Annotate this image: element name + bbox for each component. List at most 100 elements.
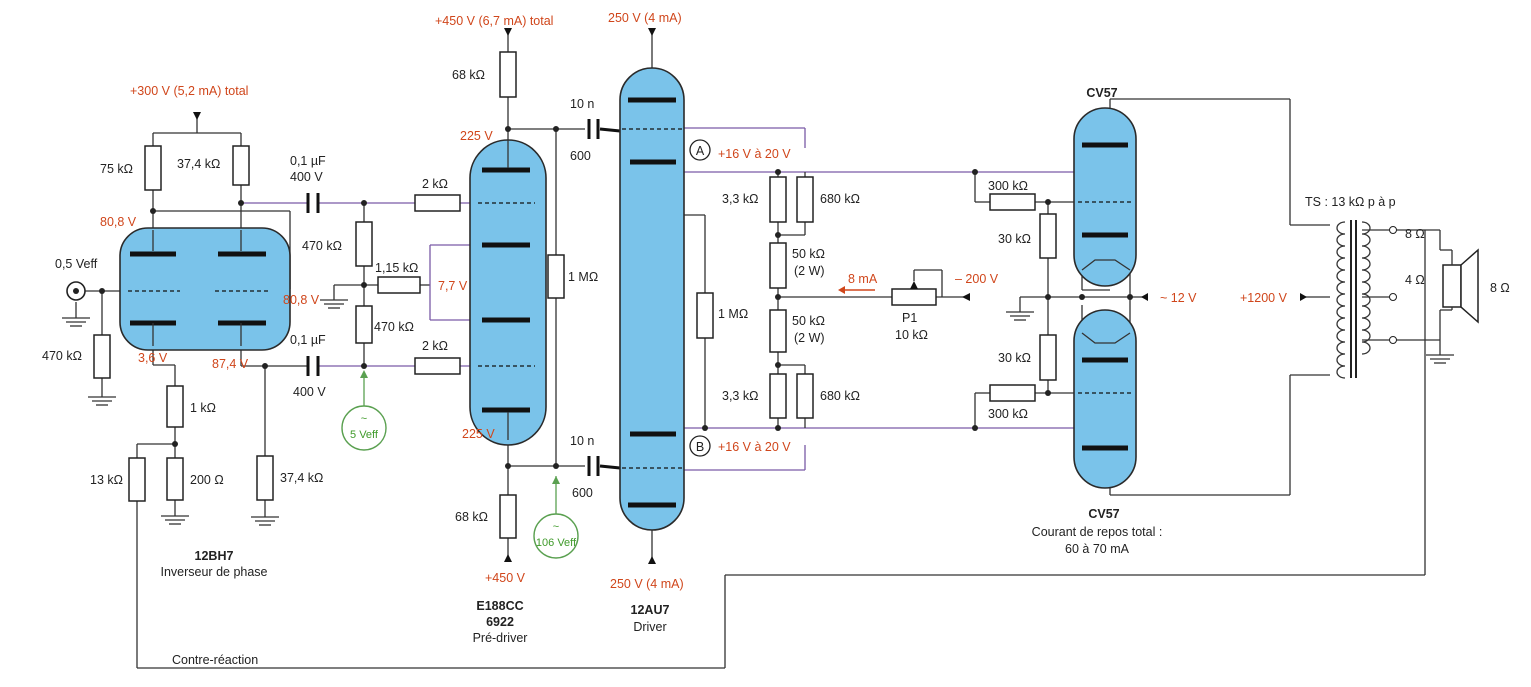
arrow-up-icon: [648, 556, 656, 564]
resistor-1k: [166, 385, 184, 428]
capacitor-0-1uF-top: [306, 193, 320, 213]
speaker-icon: [1440, 248, 1479, 324]
svg-text:600: 600: [570, 149, 591, 163]
svg-text:2 kΩ: 2 kΩ: [422, 339, 448, 353]
resistor-2k-bottom: [414, 357, 461, 375]
svg-text:80,8 V: 80,8 V: [100, 215, 137, 229]
svg-text:225 V: 225 V: [462, 427, 495, 441]
svg-text:7,7 V: 7,7 V: [438, 279, 468, 293]
arrow-down-icon: [648, 28, 656, 36]
svg-text:400 V: 400 V: [290, 170, 323, 184]
svg-text:80,8 V: 80,8 V: [283, 293, 320, 307]
svg-text:2 kΩ: 2 kΩ: [422, 177, 448, 191]
svg-text:1,15 kΩ: 1,15 kΩ: [375, 261, 418, 275]
svg-text:+16 V à 20 V: +16 V à 20 V: [718, 147, 791, 161]
svg-text:400 V: 400 V: [293, 385, 326, 399]
svg-text:Driver: Driver: [633, 620, 666, 634]
svg-text:60 à 70 mA: 60 à 70 mA: [1065, 542, 1130, 556]
svg-text:600: 600: [572, 486, 593, 500]
capacitors: [306, 119, 600, 476]
resistor-13k: [128, 457, 146, 502]
resistor-68k-bottom: [499, 494, 517, 539]
ground-icon: [1426, 354, 1454, 364]
tube-cv57-top-name: CV57: [1086, 86, 1117, 100]
svg-text:1 MΩ: 1 MΩ: [568, 270, 598, 284]
capacitor-0-1uF-bottom: [306, 356, 320, 376]
junction-dots: [99, 126, 1133, 469]
svg-text:TS : 13 kΩ p à p: TS : 13 kΩ p à p: [1305, 195, 1396, 209]
signal-source-106veff: ~ 106 Veff: [533, 476, 579, 559]
resistor-37k4-bottom: [256, 455, 274, 501]
resistor-200: [166, 457, 184, 501]
resistor-470k-b: [355, 305, 373, 344]
svg-text:680 kΩ: 680 kΩ: [820, 389, 860, 403]
svg-text:0,1 µF: 0,1 µF: [290, 154, 326, 168]
svg-text:1 MΩ: 1 MΩ: [718, 307, 748, 321]
arrow-up-icon: [504, 554, 512, 562]
svg-text:6922: 6922: [486, 615, 514, 629]
svg-text:3,3 kΩ: 3,3 kΩ: [722, 192, 758, 206]
svg-text:4 Ω: 4 Ω: [1405, 273, 1425, 287]
svg-text:Pré-driver: Pré-driver: [473, 631, 528, 645]
svg-text:37,4 kΩ: 37,4 kΩ: [280, 471, 323, 485]
ground-icon: [88, 396, 116, 406]
ground-icon: [62, 317, 90, 327]
resistor-37k4-top: [232, 145, 250, 186]
node-b-label: B: [696, 440, 704, 454]
supply-450v-top-label: +450 V (6,7 mA) total: [435, 14, 553, 28]
svg-text:8 Ω: 8 Ω: [1490, 281, 1510, 295]
svg-text:10 n: 10 n: [570, 434, 594, 448]
svg-text:10 n: 10 n: [570, 97, 594, 111]
tube-12au7: [619, 67, 685, 531]
svg-text:30 kΩ: 30 kΩ: [998, 232, 1031, 246]
svg-text:200 Ω: 200 Ω: [190, 473, 224, 487]
resistor-50k-bottom: [769, 309, 787, 353]
supply-450v-bottom-label: +450 V: [485, 571, 526, 585]
resistor-680k-bottom: [796, 373, 814, 419]
signal-106veff-label: 106 Veff: [536, 537, 577, 549]
ground-icon: [320, 299, 348, 309]
svg-text:87,4 V: 87,4 V: [212, 357, 249, 371]
signal-5veff-label: 5 Veff: [350, 429, 379, 441]
wiper-arrow-icon: [910, 281, 918, 289]
svg-text:+16 V à 20 V: +16 V à 20 V: [718, 440, 791, 454]
tube-e188cc-name: E188CC: [476, 599, 523, 613]
capacitor-10n-bottom: [587, 456, 600, 476]
resistors: [93, 51, 1057, 539]
resistor-300k-top: [989, 193, 1036, 211]
svg-text:+1200 V: +1200 V: [1240, 291, 1288, 305]
svg-text:470 kΩ: 470 kΩ: [42, 349, 82, 363]
svg-text:~ 12 V: ~ 12 V: [1160, 291, 1197, 305]
svg-text:37,4 kΩ: 37,4 kΩ: [177, 157, 220, 171]
arrow-down-icon: [504, 28, 512, 36]
svg-text:68 kΩ: 68 kΩ: [452, 68, 485, 82]
svg-text:470 kΩ: 470 kΩ: [302, 239, 342, 253]
svg-text:680 kΩ: 680 kΩ: [820, 192, 860, 206]
svg-text:1 kΩ: 1 kΩ: [190, 401, 216, 415]
resistor-2k-top: [414, 194, 461, 212]
svg-text:~: ~: [553, 521, 559, 533]
resistor-1M-predriver: [547, 254, 565, 299]
resistor-68k-top: [499, 51, 517, 98]
svg-text:~: ~: [361, 413, 367, 425]
resistor-680k-top: [796, 176, 814, 223]
resistor-470k-input: [93, 334, 111, 379]
ground-icon: [251, 516, 279, 526]
svg-text:8 mA: 8 mA: [848, 272, 878, 286]
arrow-right-icon: [1300, 293, 1307, 301]
labels: +300 V (5,2 mA) total +450 V (6,7 mA) to…: [42, 11, 1510, 667]
ground-icon: [1006, 311, 1034, 321]
svg-text:8 Ω: 8 Ω: [1405, 227, 1425, 241]
supply-250v-top-label: 250 V (4 mA): [608, 11, 682, 25]
resistor-30k-top: [1039, 213, 1057, 259]
svg-text:10 kΩ: 10 kΩ: [895, 328, 928, 342]
output-transformer: [1336, 220, 1397, 379]
svg-text:68 kΩ: 68 kΩ: [455, 510, 488, 524]
tube-cv57-top: [1073, 107, 1137, 287]
svg-text:– 200 V: – 200 V: [955, 272, 999, 286]
signal-source-5veff: ~ 5 Veff: [341, 370, 387, 451]
svg-text:50 kΩ: 50 kΩ: [792, 247, 825, 261]
svg-text:225 V: 225 V: [460, 129, 493, 143]
node-markers: A B: [689, 139, 711, 457]
